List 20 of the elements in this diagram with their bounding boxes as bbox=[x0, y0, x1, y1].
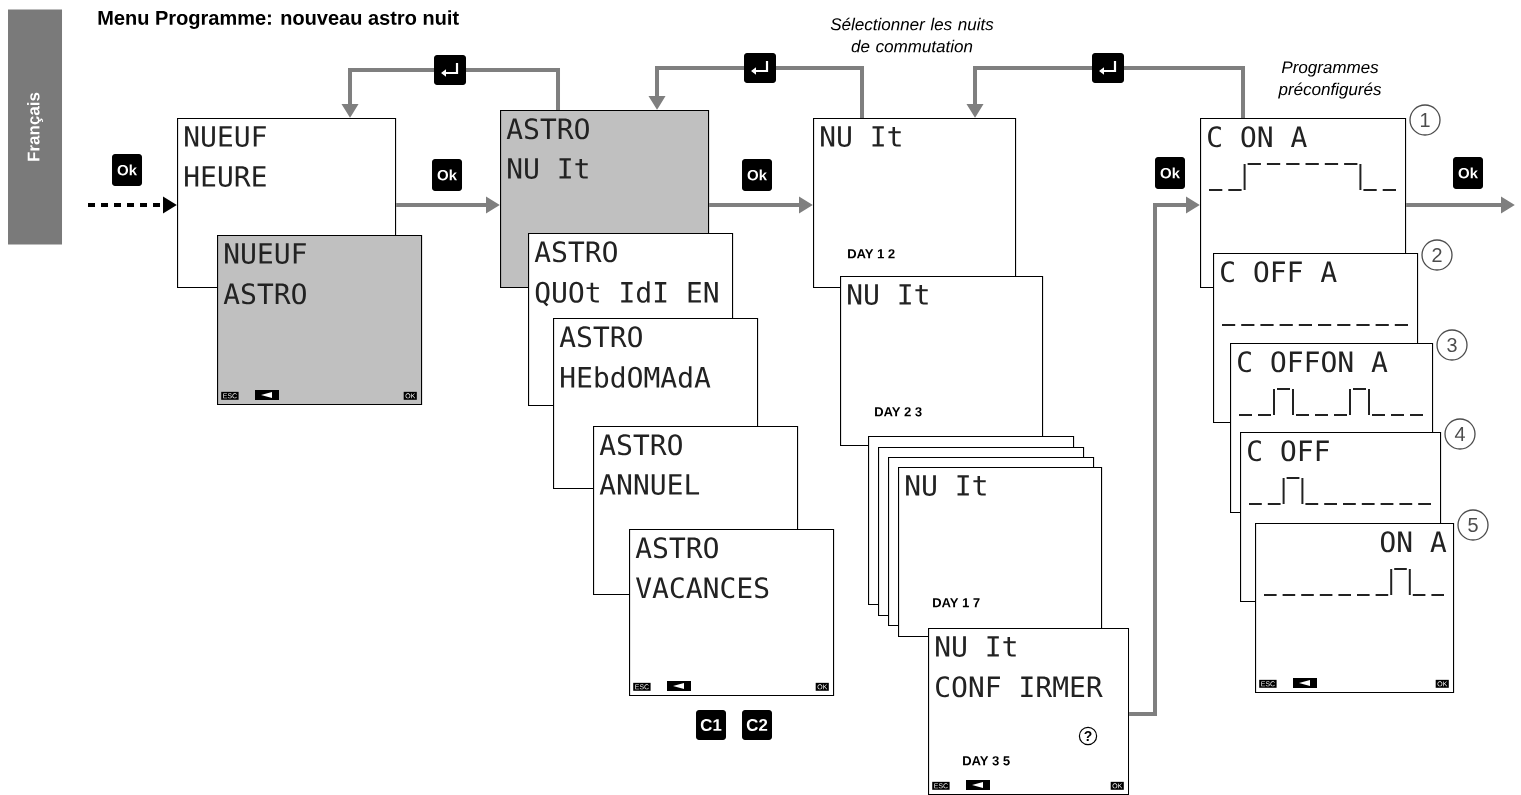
edge-label: Ok bbox=[112, 154, 142, 186]
edge-label: Ok bbox=[432, 159, 462, 191]
lcd-screen: NU It DAY 2 3 bbox=[840, 276, 1044, 447]
node-label: NU It bbox=[936, 636, 1016, 657]
edge-label: Ok bbox=[1453, 157, 1483, 189]
key-button: C1 bbox=[696, 710, 726, 740]
note-text: Sélectionner les nuits de commutation bbox=[830, 17, 994, 53]
node-label: DAY 3 5 bbox=[963, 756, 1010, 766]
callout-number: 2 bbox=[1421, 239, 1453, 271]
callout-number: 1 bbox=[1409, 104, 1441, 136]
callout-number: 3 bbox=[1436, 329, 1468, 361]
edge-label: Ok bbox=[1155, 157, 1185, 189]
side-tab: Français bbox=[8, 9, 62, 245]
edge-label: Ok bbox=[742, 159, 772, 191]
title: Menu Programme: nouveau astro nuit bbox=[98, 10, 459, 29]
note-text: Programmes préconfigurés bbox=[1278, 61, 1382, 99]
callout-number: 5 bbox=[1457, 509, 1489, 541]
callout-number: 4 bbox=[1444, 418, 1476, 450]
key-button: C2 bbox=[742, 710, 772, 740]
node-label: CONF IRMER bbox=[936, 676, 1103, 698]
